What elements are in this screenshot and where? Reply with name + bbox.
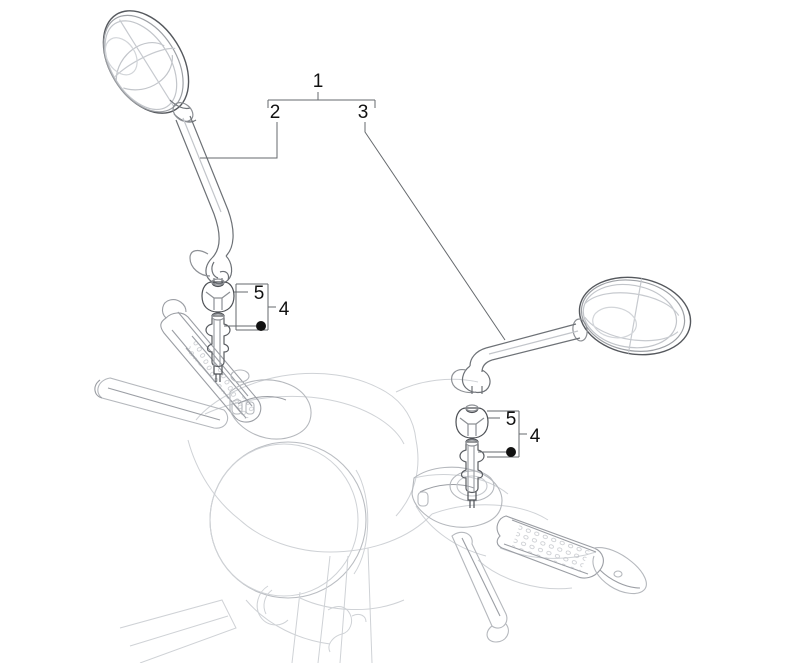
- callout-label-3: 3: [358, 102, 369, 123]
- callout-label-1: 1: [313, 71, 324, 92]
- callout-label-4-left: 4: [279, 299, 290, 320]
- leader-dot-right: [506, 447, 516, 457]
- callout-label-4-right: 4: [530, 426, 541, 447]
- right-fastener-detail: [455, 404, 489, 508]
- right-rear-view-mirror: [451, 276, 692, 394]
- handlebar-assembly: [94, 299, 647, 643]
- callout-label-5-right: 5: [506, 409, 517, 430]
- callout-leader-lines: [200, 92, 527, 458]
- leader-dot-left: [256, 321, 266, 331]
- scooter-body-faint-outlines: [119, 372, 597, 663]
- left-rear-view-mirror: [102, 10, 234, 286]
- callout-labels: 1 2 3 5 4 5 4: [254, 71, 541, 447]
- leader-line-2: [200, 122, 278, 159]
- callout-label-2: 2: [270, 102, 281, 123]
- callout-label-5-left: 5: [254, 283, 265, 304]
- leader-line-3: [364, 122, 506, 341]
- left-fastener-detail: [201, 278, 235, 382]
